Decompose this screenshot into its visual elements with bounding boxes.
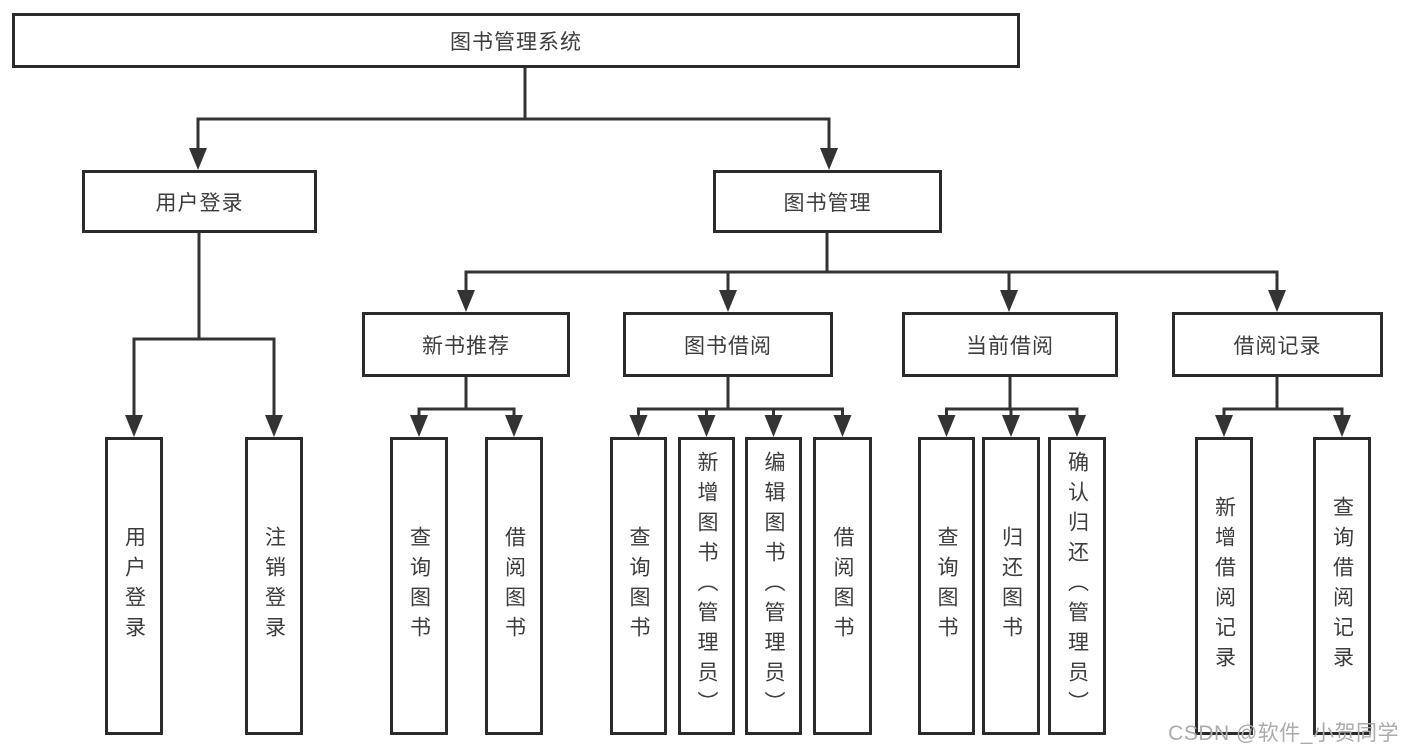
leaf-add-book-admin: 新增图书（管理员） [678, 437, 735, 735]
arrow-down-icon [410, 415, 428, 437]
arrow-down-icon [1000, 290, 1018, 312]
node-library-management-system: 图书管理系统 [12, 13, 1020, 68]
node-borrowing-records: 借阅记录 [1172, 312, 1383, 377]
arrow-down-icon [833, 415, 852, 437]
leaf-query-books-current: 查询图书 [918, 437, 975, 735]
arrow-down-icon [764, 415, 783, 437]
leaf-query-books-recommend: 查询图书 [390, 437, 448, 735]
leaf-borrow-books-recommend: 借阅图书 [485, 437, 543, 735]
leaf-query-books-borrowing: 查询图书 [610, 437, 667, 735]
leaf-edit-book-admin: 编辑图书（管理员） [745, 437, 802, 735]
node-book-borrowing: 图书借阅 [623, 312, 833, 377]
leaf-borrow-books-borrowing: 借阅图书 [813, 437, 872, 735]
arrow-down-icon [125, 415, 143, 437]
arrow-down-icon [719, 290, 737, 312]
arrow-down-icon [1268, 290, 1286, 312]
leaf-logout: 注销登录 [245, 437, 303, 735]
leaf-add-borrow-record: 新增借阅记录 [1195, 437, 1253, 735]
arrow-down-icon [820, 148, 838, 170]
arrow-down-icon [457, 290, 475, 312]
csdn-watermark: CSDN @软件_小贺同学 [1168, 722, 1399, 745]
node-user-login: 用户登录 [82, 170, 317, 233]
node-book-management: 图书管理 [713, 170, 942, 233]
arrow-down-icon [1215, 415, 1233, 437]
node-new-book-recommend: 新书推荐 [362, 312, 570, 377]
arrow-down-icon [1068, 415, 1086, 437]
leaf-confirm-return-admin: 确认归还（管理员） [1048, 437, 1106, 735]
leaf-return-books: 归还图书 [982, 437, 1040, 735]
arrow-down-icon [189, 148, 207, 170]
arrow-down-icon [629, 415, 648, 437]
arrow-down-icon [1333, 415, 1351, 437]
arrow-down-icon [1002, 415, 1020, 437]
leaf-user-login: 用户登录 [105, 437, 163, 735]
arrow-down-icon [937, 415, 956, 437]
arrow-down-icon [265, 415, 283, 437]
node-current-borrowing: 当前借阅 [902, 312, 1118, 377]
arrow-down-icon [505, 415, 523, 437]
arrow-down-icon [697, 415, 716, 437]
leaf-query-borrow-record: 查询借阅记录 [1313, 437, 1371, 735]
